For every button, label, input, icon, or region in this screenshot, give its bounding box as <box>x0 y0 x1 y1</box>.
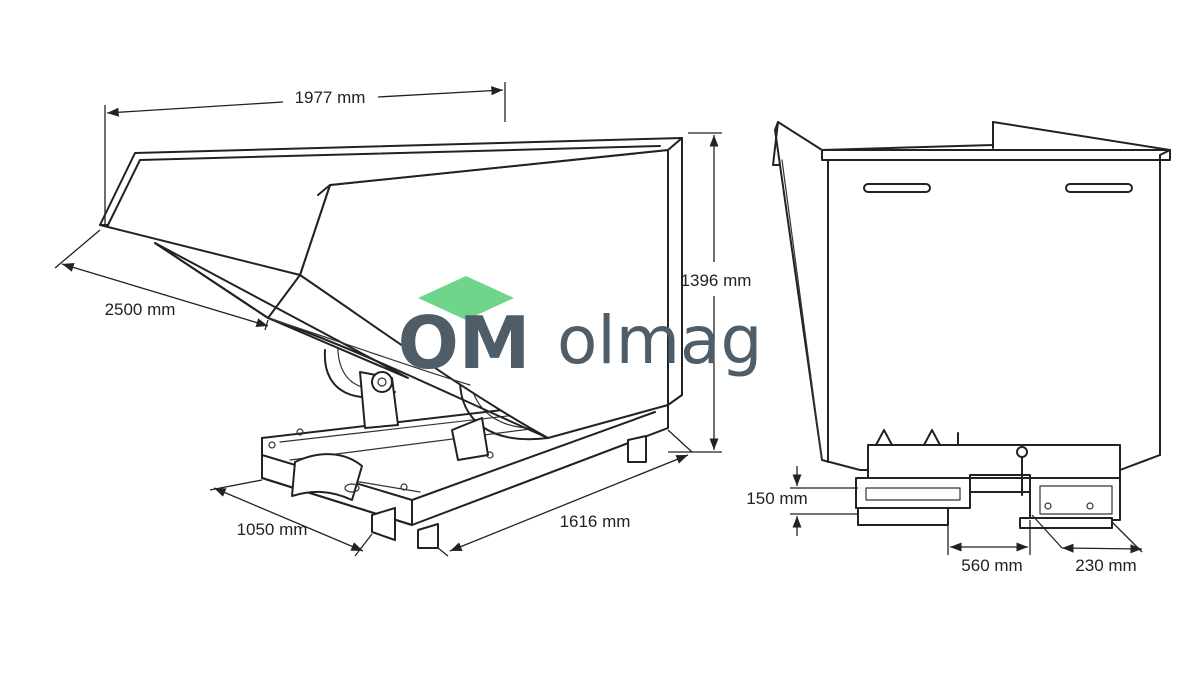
dim-height: 1396 mm <box>681 271 752 290</box>
dim-top-width: 1977 mm <box>295 88 366 107</box>
handle-left <box>863 183 931 193</box>
fork-pocket-right <box>1029 477 1121 521</box>
dim-fork-pocket-height: 150 mm <box>746 489 807 508</box>
front-view <box>772 121 1171 529</box>
dim-depth: 2500 mm <box>105 300 176 319</box>
dimension-lines <box>54 82 1143 557</box>
dimension-labels: 1977 mm 2500 mm 1396 mm 1050 mm 1616 mm … <box>105 88 1137 575</box>
dim-base-length: 1616 mm <box>560 512 631 531</box>
dim-fork-pocket-spacing: 560 mm <box>961 556 1022 575</box>
front-body <box>772 121 1171 471</box>
foot-rear-right <box>627 435 647 463</box>
olmag-logo: OM olmag <box>398 276 762 385</box>
foot-front-right <box>417 523 439 549</box>
fork-pocket-left <box>855 477 971 509</box>
logo-mark: OM <box>398 301 531 385</box>
dim-base-width: 1050 mm <box>237 520 308 539</box>
handle-right <box>1065 183 1133 193</box>
release-lever-plate <box>291 453 363 501</box>
front-base <box>855 429 1121 529</box>
logo-diamond-icon <box>418 276 514 320</box>
logo-brand-text: olmag <box>557 302 762 379</box>
dim-fork-pocket-width: 230 mm <box>1075 556 1136 575</box>
foot-front-left <box>371 507 396 541</box>
